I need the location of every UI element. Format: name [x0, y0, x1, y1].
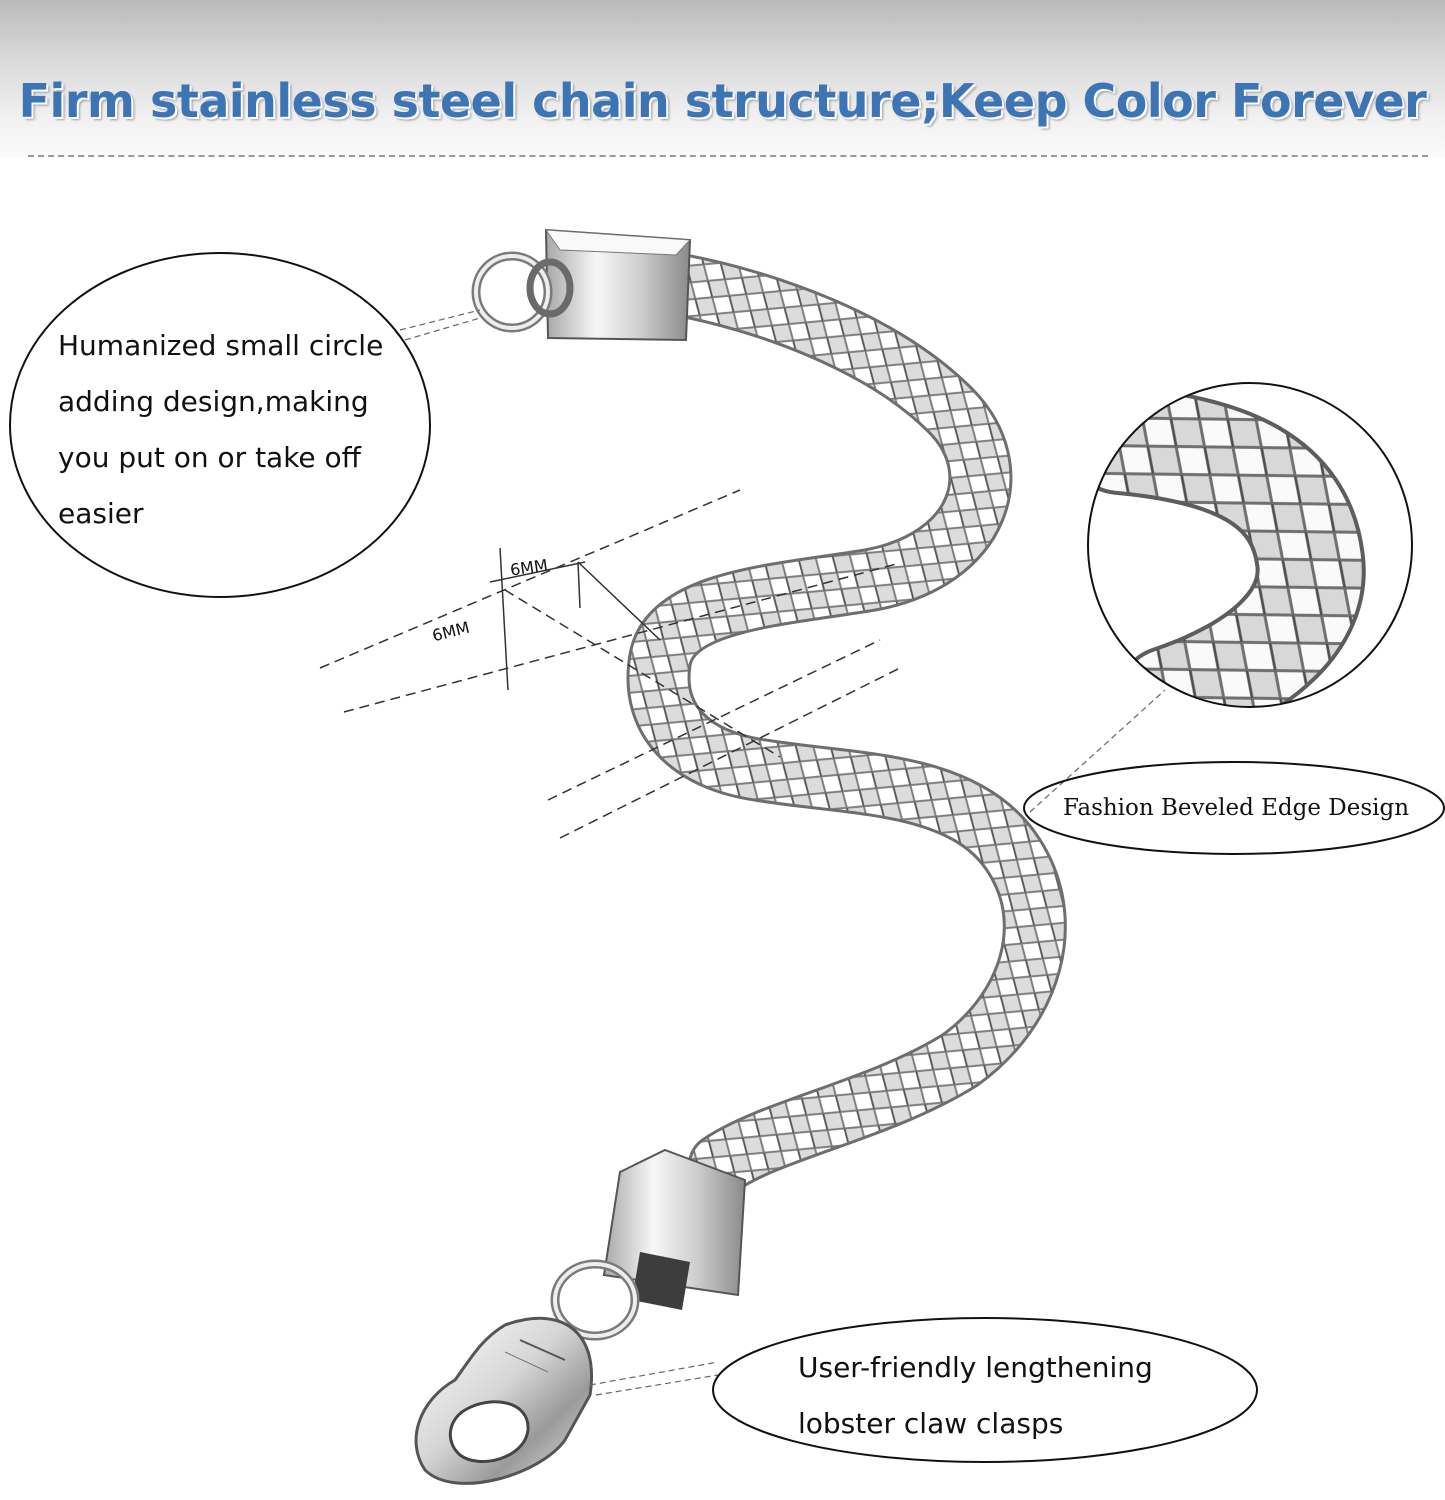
top-end-cap: [471, 228, 692, 342]
header-band: [0, 0, 1445, 158]
bracelet-image: [414, 228, 1067, 1485]
header-dashed-divider: [28, 155, 1428, 157]
page-title: Firm stainless steel chain structure;Kee…: [18, 74, 1427, 128]
ring-callout-text: Humanized small circle adding design,mak…: [58, 329, 384, 530]
zoom-detail-image: [1087, 382, 1413, 708]
callout-bubble-bevel: [1023, 761, 1445, 855]
bottom-end-cap: [550, 1148, 747, 1341]
dimension-guides: [319, 489, 901, 839]
callout-bubble-ring: [9, 252, 431, 598]
lobster-clasp: [414, 1316, 593, 1485]
clasp-callout-text: User-friendly lengthening lobster claw c…: [798, 1351, 1153, 1440]
leader-lines: [399, 309, 1166, 1396]
callout-bubble-clasp: [712, 1317, 1258, 1463]
bevel-callout-text: Fashion Beveled Edge Design: [1062, 795, 1410, 821]
